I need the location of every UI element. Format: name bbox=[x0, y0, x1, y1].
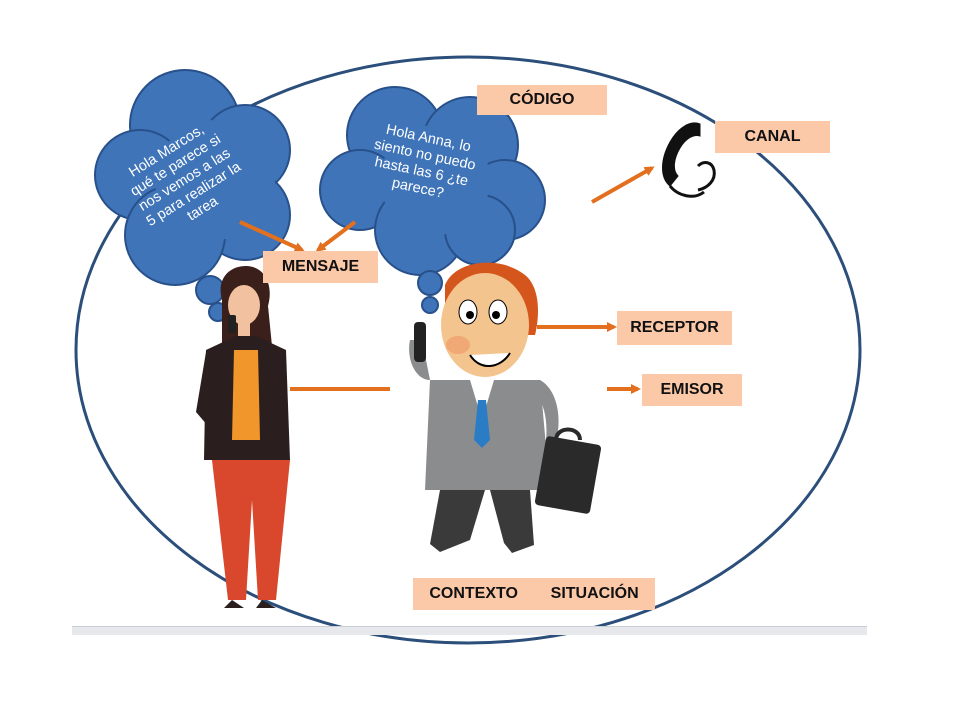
mensaje-label: MENSAJE bbox=[263, 251, 378, 283]
situacion-text: SITUACIÓN bbox=[550, 585, 639, 602]
canal-label: CANAL bbox=[715, 121, 830, 153]
emisor-label: EMISOR bbox=[642, 374, 742, 406]
arrows bbox=[239, 166, 655, 394]
arrow-woman-to-mensaje bbox=[239, 220, 305, 252]
thought-bubble-man bbox=[319, 86, 546, 314]
briefcase-icon bbox=[534, 427, 602, 514]
receptor-label: RECEPTOR bbox=[617, 311, 732, 345]
codigo-label: CÓDIGO bbox=[477, 85, 607, 115]
arrow-to-canal bbox=[591, 166, 655, 204]
businessman-figure bbox=[409, 262, 559, 553]
context-ellipse bbox=[74, 55, 862, 645]
contexto-text: CONTEXTO bbox=[429, 585, 518, 602]
telephone-icon bbox=[662, 122, 716, 198]
contexto-situacion-label: CONTEXTO SITUACIÓN bbox=[413, 578, 655, 610]
arrow-man-to-mensaje bbox=[315, 220, 357, 252]
footer-scrollbar bbox=[72, 626, 867, 635]
woman-figure bbox=[196, 266, 290, 608]
thought-bubble-woman bbox=[94, 69, 291, 322]
